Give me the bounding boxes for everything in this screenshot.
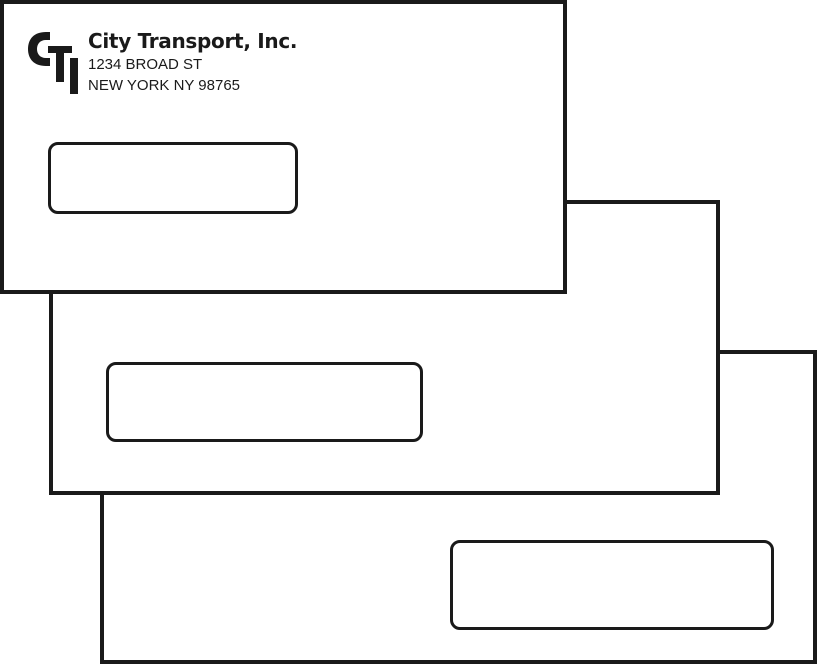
company-name: City Transport, Inc. — [88, 29, 298, 53]
envelope-window-front — [48, 142, 298, 214]
sender-block: City Transport, Inc. 1234 BROAD ST NEW Y… — [88, 28, 298, 96]
envelope-window-back — [450, 540, 774, 630]
envelope-front: City Transport, Inc. 1234 BROAD ST NEW Y… — [0, 0, 567, 294]
envelope-window-middle — [106, 362, 423, 442]
cti-logo-icon — [28, 32, 78, 94]
address-line-2: NEW YORK NY 98765 — [88, 77, 241, 94]
address-line-1: 1234 BROAD ST — [88, 56, 203, 73]
